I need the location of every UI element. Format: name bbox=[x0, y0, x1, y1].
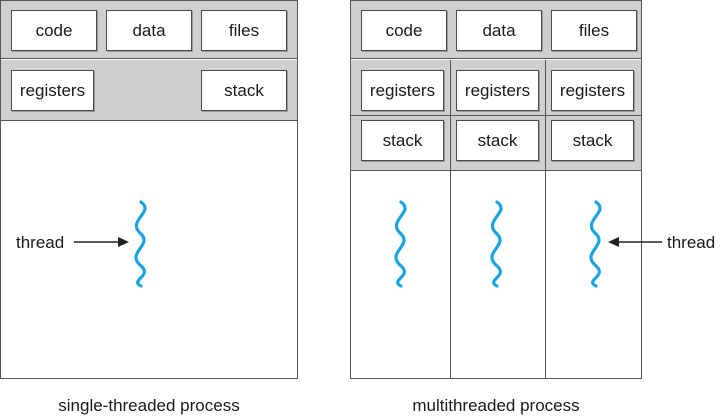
multi-stack-box-3: stack bbox=[551, 120, 634, 161]
single-data-box: data bbox=[106, 10, 192, 51]
multi-thread-divider-2 bbox=[545, 60, 546, 378]
multi-stack-box-1: stack bbox=[361, 120, 444, 161]
multithreaded-caption: multithreaded process bbox=[412, 396, 580, 415]
multi-files-box: files bbox=[551, 10, 637, 51]
multi-thread-squiggle-icon-2 bbox=[490, 200, 503, 288]
single-thread-arrow-icon bbox=[74, 237, 129, 247]
multi-thread-divider-1 bbox=[450, 60, 451, 378]
multi-registers-box-1: registers bbox=[361, 70, 444, 111]
single-stack-box: stack bbox=[201, 70, 287, 111]
single-files-box: files bbox=[201, 10, 287, 51]
multi-registers-stack-divider bbox=[351, 115, 641, 116]
single-thread-label: thread bbox=[16, 233, 65, 252]
multi-thread-squiggle-icon-1 bbox=[394, 200, 407, 288]
multi-registers-box-2: registers bbox=[456, 70, 539, 111]
multi-thread-arrow-icon bbox=[608, 237, 662, 247]
single-thread-squiggle-icon bbox=[134, 200, 147, 288]
multi-thread-label: thread bbox=[667, 233, 716, 252]
multi-stack-box-2: stack bbox=[456, 120, 539, 161]
multi-thread-squiggle-icon-3 bbox=[589, 200, 602, 288]
single-threaded-caption: single-threaded process bbox=[58, 396, 240, 415]
multi-code-box: code bbox=[361, 10, 447, 51]
multi-registers-box-3: registers bbox=[551, 70, 634, 111]
single-code-box: code bbox=[11, 10, 97, 51]
multi-data-box: data bbox=[456, 10, 542, 51]
single-registers-box: registers bbox=[11, 70, 94, 111]
